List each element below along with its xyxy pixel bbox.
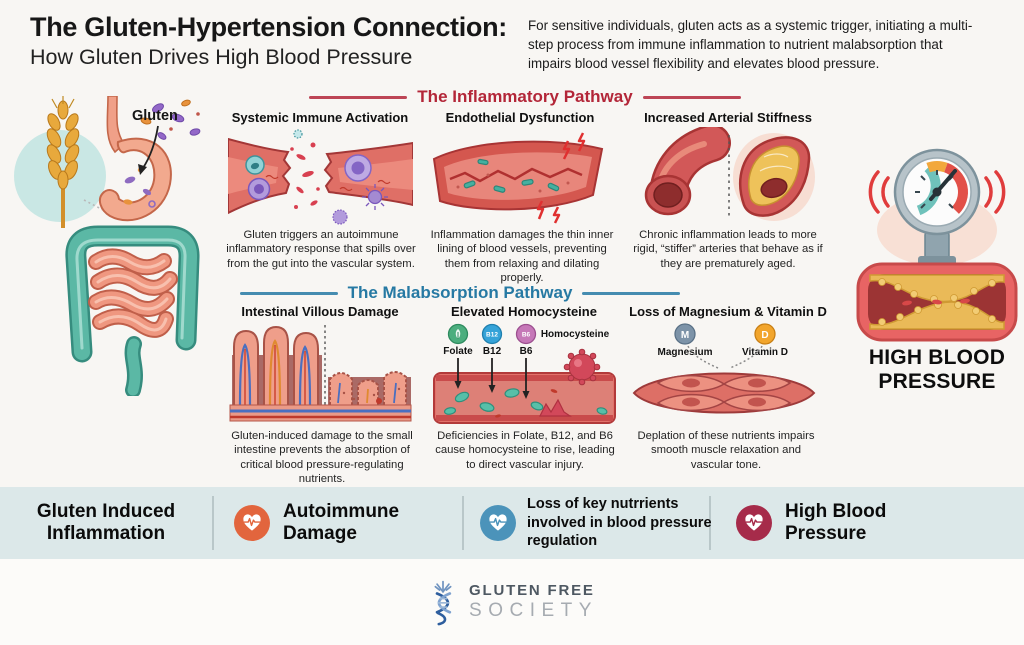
panel-title-intestinal-villous-damage: Intestinal Villous Damage bbox=[241, 304, 399, 319]
nutrient-cells bbox=[443, 388, 608, 415]
stiff-artery bbox=[733, 133, 815, 221]
legend-item-gluten-induced-inflammation: Gluten Induced Inflammation bbox=[8, 487, 204, 559]
texture-dots bbox=[456, 173, 570, 193]
large-intestine-illustration bbox=[65, 225, 200, 396]
footer-brand: GLUTEN FREE SOCIETY bbox=[0, 559, 1024, 645]
intestinal-villous-damage-illustration bbox=[229, 325, 412, 422]
wheat-icon bbox=[46, 96, 80, 228]
svg-text:B12: B12 bbox=[486, 332, 498, 339]
vascular-injury bbox=[539, 398, 572, 417]
plaque-bumps bbox=[878, 278, 996, 326]
high-blood-pressure-illustration bbox=[856, 148, 1018, 342]
heart-pulse-icon bbox=[480, 505, 516, 541]
damage-spot bbox=[376, 398, 382, 404]
panel-desc-loss-magnesium-vitamin-d: Deplation of these nutrients impairs smo… bbox=[637, 430, 815, 471]
panel-title-elevated-homocysteine: Elevated Homocysteine bbox=[451, 304, 597, 319]
header-line bbox=[239, 291, 338, 295]
header-line bbox=[582, 291, 681, 295]
svg-text:M: M bbox=[681, 330, 689, 341]
damage-bits bbox=[495, 389, 558, 418]
svg-text:D: D bbox=[761, 330, 768, 341]
page-subtitle: How Gluten Drives High Blood Pressure bbox=[30, 44, 413, 69]
stomach-illustration bbox=[98, 96, 172, 222]
bacteria-rods bbox=[463, 158, 560, 193]
legend-item-loss-of-nutrients: Loss of key nutrrients involved in blood… bbox=[470, 487, 716, 559]
damaged-villi-vessels bbox=[337, 382, 397, 404]
brand-line1: GLUTEN FREE bbox=[469, 581, 595, 599]
magnesium-vitamin-d-illustration: M D Magnesium Vitamin D bbox=[632, 323, 816, 414]
legend-item-autoimmune-damage: Autoimmune Damage bbox=[222, 487, 460, 559]
arterial-stiffness-illustration bbox=[644, 127, 815, 221]
homocysteine-label: Homocysteine bbox=[541, 329, 610, 340]
header-line bbox=[642, 95, 741, 99]
panel-title-systemic-immune-activation: Systemic Immune Activation bbox=[231, 110, 409, 125]
folate-label: Folate bbox=[443, 346, 473, 357]
panel-desc-endothelial-dysfunction: Inflammation damages the thin inner lini… bbox=[430, 229, 614, 285]
digestive-system-illustration bbox=[14, 96, 201, 396]
gluten-label: Gluten bbox=[132, 108, 178, 124]
high-blood-pressure-label: HIGH BLOOD PRESSURE bbox=[868, 346, 1006, 394]
blood-cells bbox=[902, 298, 970, 306]
legend-divider bbox=[212, 496, 214, 550]
vibration-marks bbox=[868, 170, 1006, 214]
damaged-lining bbox=[449, 167, 583, 183]
healthy-artery bbox=[644, 127, 731, 216]
magnesium-label: Magnesium bbox=[657, 347, 712, 358]
inflammatory-pathway-title: The Inflammatory Pathway bbox=[417, 87, 633, 106]
antibody-squiggles bbox=[265, 174, 391, 192]
panel-desc-intestinal-villous-damage: Gluten-induced damage to the small intes… bbox=[231, 430, 413, 486]
brand-line2: SOCIETY bbox=[469, 599, 598, 621]
panel-desc-elevated-homocysteine: Deficiencies in Folate, B12, and B6 caus… bbox=[435, 430, 615, 471]
nutrient-badges: B12 B6 bbox=[447, 323, 537, 345]
svg-text:B6: B6 bbox=[522, 332, 531, 339]
elevated-homocysteine-illustration: B12 B6 Folate B12 B6 Homocysteine bbox=[433, 323, 616, 424]
gluten-free-society-logo-icon bbox=[434, 580, 452, 626]
damage-specks bbox=[342, 387, 401, 401]
smooth-muscle-illustration bbox=[632, 372, 816, 414]
malabsorption-pathway-header: The Malabsorption Pathway bbox=[160, 283, 760, 303]
vitamin-d-badge: D bbox=[754, 323, 776, 345]
endothelial-dysfunction-illustration bbox=[432, 132, 604, 224]
panel-desc-systemic-immune-activation: Gluten triggers an autoimmune inflammato… bbox=[226, 229, 416, 270]
legend-divider bbox=[709, 496, 711, 550]
heart-pulse-icon bbox=[736, 505, 772, 541]
homocysteine-molecule bbox=[563, 348, 601, 386]
header-block: The Gluten-Hypertension Connection: How … bbox=[30, 12, 508, 69]
legend-label: Autoimmune Damage bbox=[283, 500, 400, 544]
panel-title-loss-magnesium-vitamin-d: Loss of Magnesium & Vitamin D bbox=[629, 304, 827, 319]
immune-cells bbox=[245, 129, 388, 225]
header-line bbox=[309, 95, 408, 99]
gluten-arrow bbox=[138, 125, 159, 175]
page-title: The Gluten-Hypertension Connection: bbox=[30, 12, 508, 42]
legend-label: High Blood Pressure bbox=[785, 500, 887, 544]
b12-label: B12 bbox=[483, 346, 502, 357]
vessel bbox=[433, 372, 616, 424]
villi-vessels bbox=[238, 339, 312, 406]
b6-label: B6 bbox=[520, 346, 533, 357]
heart-pulse-icon bbox=[234, 505, 270, 541]
intro-paragraph: For sensitive individuals, gluten acts a… bbox=[528, 18, 973, 71]
legend-label: Gluten Induced Inflammation bbox=[36, 500, 176, 544]
brand-text: GLUTEN FREE SOCIETY bbox=[469, 582, 598, 623]
gluten-particles bbox=[140, 99, 201, 140]
small-intestine-illustration bbox=[88, 248, 178, 338]
deficiency-arrows bbox=[457, 358, 527, 393]
inflammation-bolts bbox=[536, 132, 586, 224]
panel-desc-increased-arterial-stiffness: Chronic inflammation leads to more rigid… bbox=[633, 229, 823, 270]
inflammatory-burst bbox=[290, 142, 320, 209]
vitamin-d-label: Vitamin D bbox=[742, 347, 788, 358]
inflammatory-pathway-header: The Inflammatory Pathway bbox=[225, 87, 825, 107]
malabsorption-pathway-title: The Malabsorption Pathway bbox=[347, 283, 573, 302]
legend-label: Loss of key nutrrients involved in blood… bbox=[527, 496, 712, 550]
panel-title-endothelial-dysfunction: Endothelial Dysfunction bbox=[445, 110, 595, 125]
legend-item-high-blood-pressure: High Blood Pressure bbox=[726, 487, 1024, 559]
clogged-vessel bbox=[856, 262, 1018, 342]
legend-divider bbox=[462, 496, 464, 550]
systemic-immune-activation-illustration bbox=[228, 129, 413, 225]
magnesium-badge: M bbox=[674, 323, 696, 345]
panel-title-increased-arterial-stiffness: Increased Arterial Stiffness bbox=[644, 110, 812, 125]
